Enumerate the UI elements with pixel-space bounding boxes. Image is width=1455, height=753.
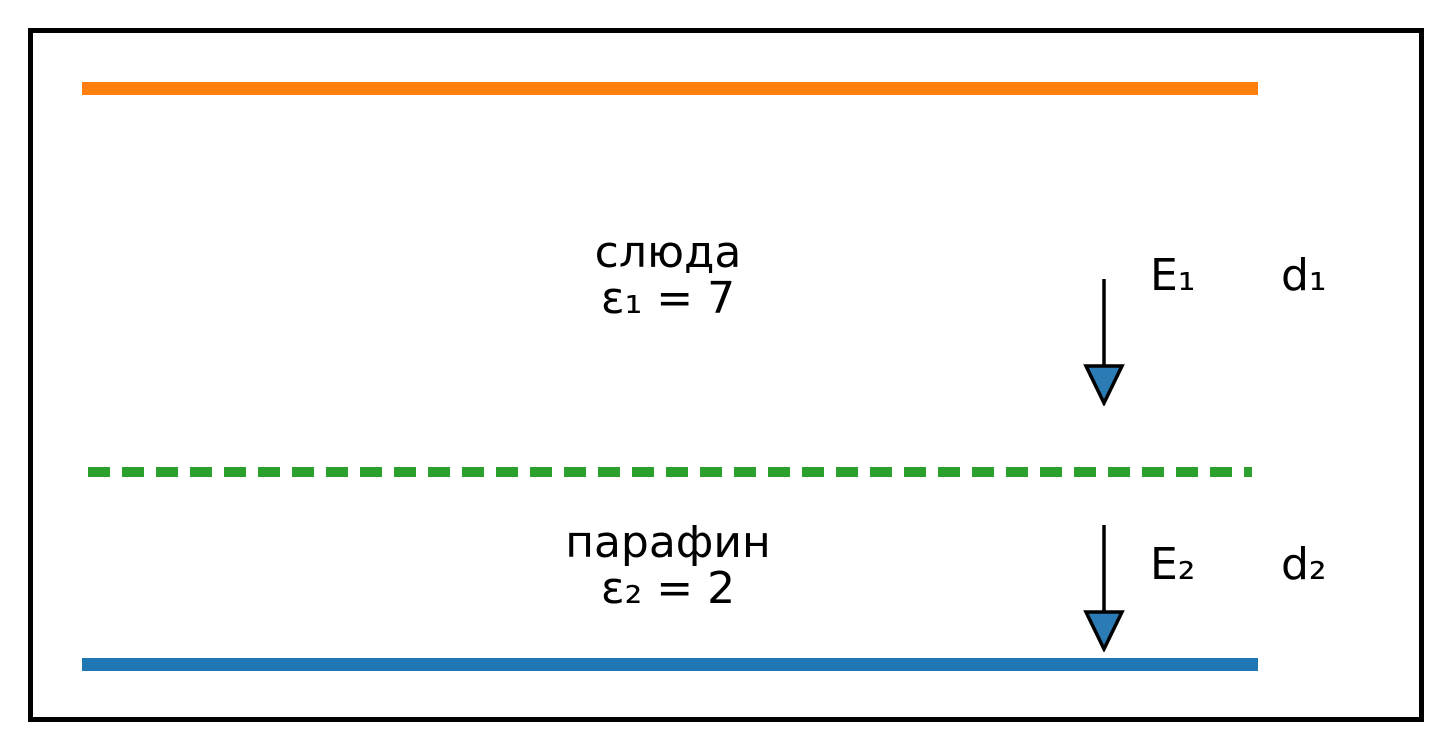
arrow-head: [1083, 610, 1125, 652]
thickness-label-d2: d₂: [1281, 539, 1327, 590]
field-arrow-e1-down-icon: [1083, 279, 1125, 406]
bottom-plate: [82, 658, 1258, 671]
diagram-frame: [28, 28, 1424, 722]
layer1-material-label: слюда: [594, 227, 742, 278]
dielectric-interface-line: [88, 467, 1252, 477]
field-label-e1: E₁: [1150, 250, 1196, 301]
layer2-permittivity-label: ε₂ = 2: [600, 563, 736, 614]
layer2-material-label: парафин: [565, 517, 771, 568]
layer1-permittivity-label: ε₁ = 7: [600, 273, 736, 324]
layer1-text-block: слюда ε₁ = 7: [518, 230, 818, 322]
field-arrow-e2-down-icon: [1083, 525, 1125, 652]
thickness-label-d1: d₁: [1281, 250, 1327, 301]
arrow-head: [1083, 364, 1125, 406]
field-label-e2: E₂: [1150, 539, 1196, 590]
layer2-text-block: парафин ε₂ = 2: [518, 520, 818, 612]
top-plate: [82, 82, 1258, 95]
